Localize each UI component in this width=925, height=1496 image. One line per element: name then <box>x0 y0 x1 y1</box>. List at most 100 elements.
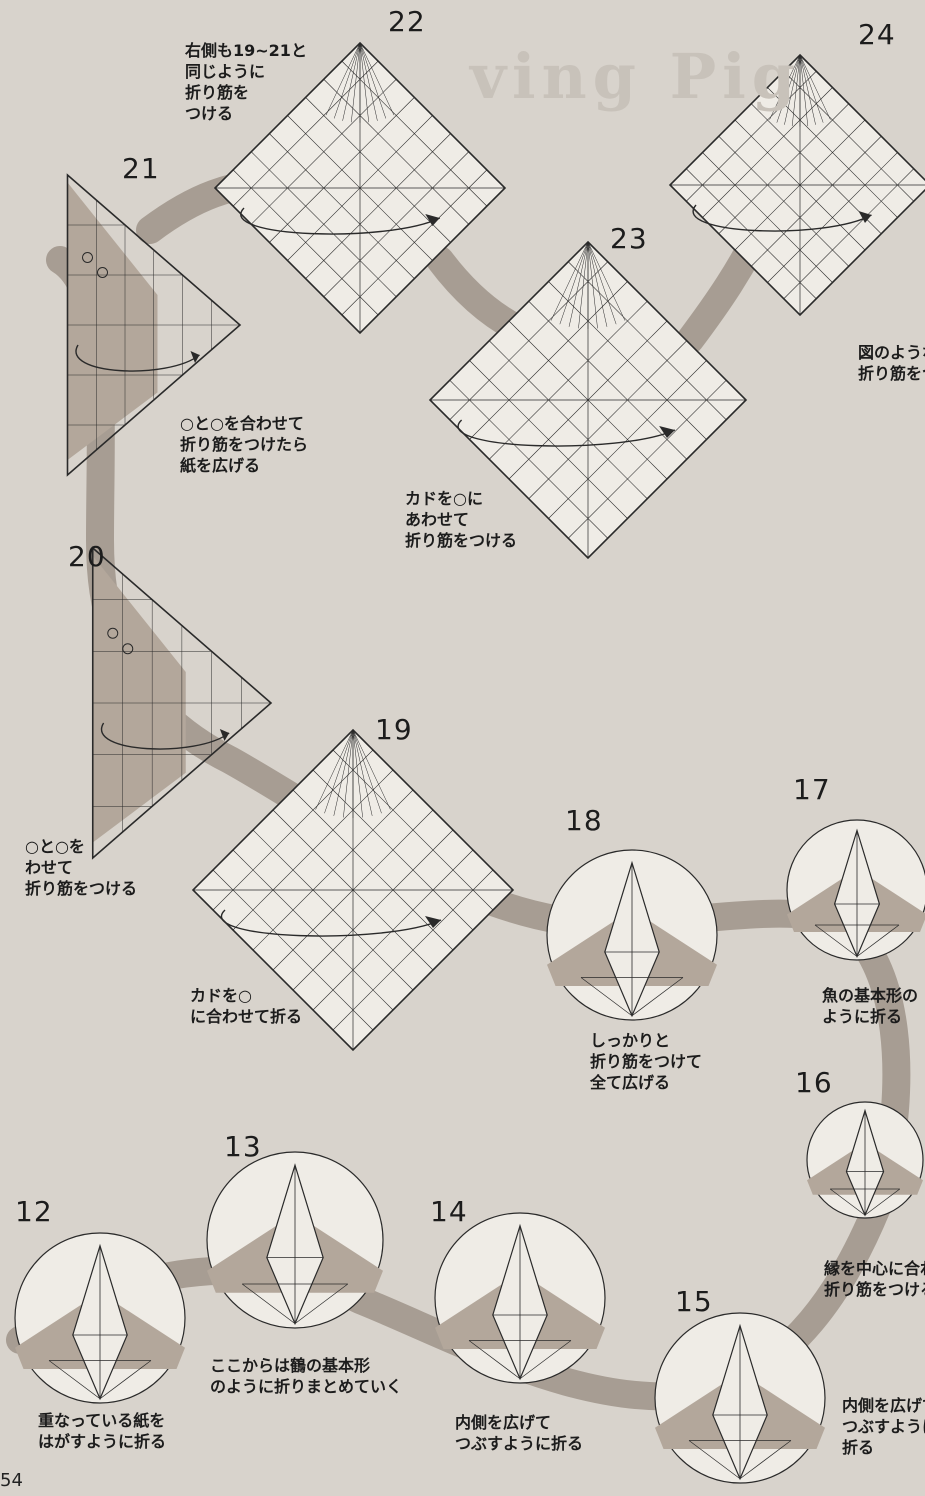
background-title: ving Pig <box>470 40 802 113</box>
step-22-caption: 右側も19~21と同じように折り筋をつける <box>185 40 307 124</box>
caption-line: 折る <box>842 1438 875 1457</box>
caption-line: 縁を中心に合わせ <box>824 1259 925 1278</box>
step-22-number: 22 <box>388 5 426 38</box>
crease-line <box>212 749 374 911</box>
caption-line: 折り筋をつけ <box>858 364 925 383</box>
crease-line <box>489 301 648 460</box>
caption-line: カドを○に <box>405 489 483 508</box>
step-20-diagram <box>91 546 273 860</box>
step-20-number: 20 <box>68 540 106 573</box>
caption-line: 同じように <box>185 62 266 81</box>
caption-line: 折り筋をつける <box>405 531 518 550</box>
crease-line <box>342 42 361 121</box>
reference-circle-mark <box>97 267 108 278</box>
fold-arrow <box>220 909 442 937</box>
caption-line: 重なっている紙を <box>38 1411 166 1430</box>
crease-line <box>352 729 363 818</box>
crease-line <box>791 54 801 127</box>
caption-line: ように折る <box>822 1007 903 1026</box>
crease-line <box>305 97 451 243</box>
crease-line <box>739 1440 792 1480</box>
step-21-diagram <box>66 173 242 477</box>
caption-line: つぶすように <box>842 1417 925 1436</box>
crease-line <box>568 241 589 327</box>
crease-line <box>359 42 387 119</box>
step-18-diagram <box>546 849 718 1021</box>
crease-line <box>829 1188 866 1216</box>
caption-line: あわせて <box>405 510 470 529</box>
crease-line <box>333 42 361 119</box>
caption-line: 図のような <box>858 343 925 362</box>
crease-line <box>292 789 454 951</box>
crease-line <box>315 729 354 810</box>
arrow-head <box>858 211 872 223</box>
fold-arrow <box>457 419 676 447</box>
step-21-number: 21 <box>122 152 160 185</box>
crease-line <box>587 241 608 327</box>
crease-line <box>776 54 801 123</box>
caption-line: つぶすように折る <box>455 1434 584 1453</box>
arrow-head <box>219 729 230 741</box>
crease-line <box>718 103 849 234</box>
shaded-flap <box>67 182 158 460</box>
crease-line <box>587 241 617 325</box>
step-19-caption: カドを○に合わせて折る <box>190 985 302 1027</box>
step-12-diagram <box>14 1232 186 1404</box>
crease-line <box>548 281 707 440</box>
crease-line <box>519 1340 572 1380</box>
step-22-diagram <box>213 41 507 335</box>
caption-line: わせて <box>25 858 74 877</box>
step-23-diagram <box>428 240 748 560</box>
crease-line <box>783 71 914 202</box>
caption-line: ここからは鶴の基本形 <box>210 1356 371 1375</box>
crease-line <box>269 97 415 243</box>
step-14-diagram <box>434 1212 606 1384</box>
caption-line: 内側を広げて <box>455 1413 552 1432</box>
shaded-flap <box>92 555 186 843</box>
crease-line <box>359 42 370 123</box>
step-14-caption: 内側を広げてつぶすように折る <box>455 1412 583 1454</box>
crease-line <box>350 42 361 123</box>
caption-line: 折り筋をつける <box>824 1280 925 1299</box>
crease-line <box>352 729 382 814</box>
crease-line <box>799 54 831 120</box>
step-23-number: 23 <box>610 222 648 255</box>
step-16-number: 16 <box>795 1066 833 1099</box>
crease-line <box>799 54 816 125</box>
reference-circle-mark <box>122 643 134 655</box>
step-13-caption: ここからは鶴の基本形のように折りまとめていく <box>210 1355 402 1397</box>
step-17-number: 17 <box>793 773 831 806</box>
crease-line <box>294 1283 349 1324</box>
caption-line: はがすように折る <box>38 1432 167 1451</box>
fold-arrow <box>240 207 441 235</box>
crease-line <box>241 1283 296 1324</box>
step-19-diagram <box>191 728 515 1052</box>
reference-circle-mark <box>107 627 119 639</box>
fold-arrow <box>75 344 200 372</box>
crease-line <box>232 769 394 931</box>
crease-line <box>468 1340 521 1380</box>
caption-line: 紙を広げる <box>180 456 261 475</box>
page-number: 54 <box>0 1470 23 1491</box>
crease-line <box>769 54 801 120</box>
caption-line: 内側を広げて <box>842 1396 925 1415</box>
crease-line <box>686 71 817 202</box>
caption-line: 折り筋を <box>185 83 250 102</box>
step-24-caption: 図のような折り筋をつけ <box>858 342 925 384</box>
crease-line <box>333 729 354 816</box>
crease-line <box>343 729 354 818</box>
crease-line <box>587 241 598 329</box>
step-12-caption: 重なっている紙をはがすように折る <box>38 1410 166 1452</box>
step-14-number: 14 <box>430 1195 468 1228</box>
caption-line: つける <box>185 104 234 123</box>
step-18-number: 18 <box>565 804 603 837</box>
crease-line <box>324 729 354 814</box>
step-24-diagram <box>668 53 925 317</box>
crease-line <box>784 54 801 125</box>
step-12-number: 12 <box>15 1195 53 1228</box>
crease-line <box>550 241 589 321</box>
crease-line <box>469 281 628 440</box>
step-20-caption: ○と○をわせて折り筋をつける <box>25 836 137 899</box>
crease-line <box>631 977 684 1017</box>
